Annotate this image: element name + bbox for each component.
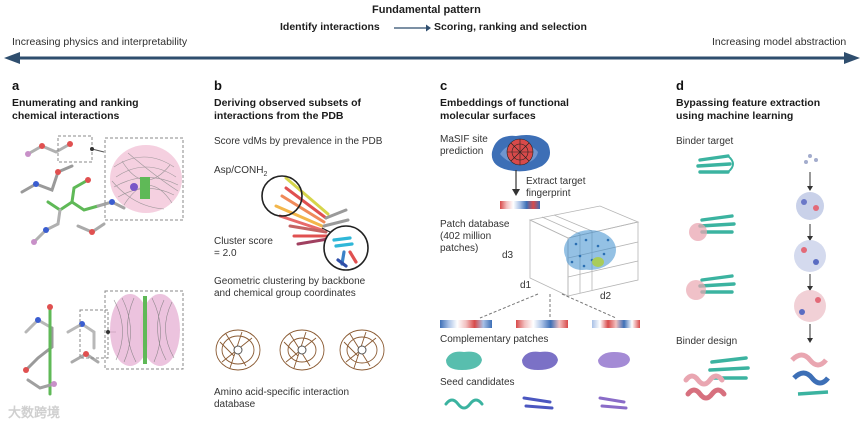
masif-label-line2: prediction: [440, 146, 484, 157]
panel-b-database-caption: Amino acid-specific interaction database: [214, 387, 349, 411]
axis-d1: d1: [520, 280, 532, 291]
panel-c-letter: c: [440, 78, 448, 93]
panel-b-interaction-database: [215, 329, 385, 371]
geom-caption-line1: Geometric clustering by backbone: [214, 276, 366, 287]
complementary-fingerprint-2: [516, 320, 568, 328]
panel-c-title: Embeddings of functional molecular surfa…: [440, 97, 569, 123]
panel-b-score-caption: Score vdMs by prevalence in the PDB: [214, 136, 383, 147]
watermark: 大数跨境: [8, 405, 61, 420]
patch-selection-lines: [479, 293, 617, 319]
right-axis-label: Increasing model abstraction: [712, 36, 847, 48]
panel-d-title: Bypassing feature extraction using machi…: [676, 97, 820, 123]
double-arrow: [4, 52, 860, 64]
panel-b-cluster-score: Cluster score = 2.0: [214, 236, 273, 260]
geom-caption-line2: and chemical group coordinates: [214, 288, 356, 299]
panel-a-title-line2: chemical interactions: [12, 110, 120, 122]
panel-b-letter: b: [214, 78, 222, 93]
panel-c-masif-label: MaSIF site prediction: [440, 134, 488, 158]
complementary-fingerprint-1: [440, 320, 492, 328]
binder-target-label: Binder target: [676, 136, 734, 147]
panel-c-title-line2: molecular surfaces: [440, 110, 536, 122]
panel-a-title: Enumerating and ranking chemical interac…: [12, 97, 139, 123]
binder-design-structure: [683, 356, 750, 401]
panel-a-letter: a: [12, 78, 20, 93]
panel-b-geom-caption: Geometric clustering by backbone and che…: [214, 276, 365, 300]
db-caption-line2: database: [214, 399, 256, 410]
panel-c-seed-label: Seed candidates: [440, 377, 515, 388]
db-caption-line1: Amino acid-specific interaction: [214, 387, 350, 398]
panel-a-cloud-bottom: [104, 290, 184, 370]
asp-label-subscript: 2: [263, 171, 268, 178]
asp-label-text: Asp/CONH: [214, 165, 264, 176]
extract-label-line1: Extract target: [526, 176, 586, 187]
diffusion-trajectory: [790, 154, 830, 396]
left-axis-label: Increasing physics and interpretability: [12, 36, 188, 48]
masif-surface-blob: [491, 135, 550, 172]
extract-label-line2: fingerprint: [526, 188, 571, 199]
extract-arrow: [512, 170, 520, 196]
panel-a-illustration: [20, 135, 126, 396]
panel-a-cloud-top: [104, 137, 184, 221]
step-identify-interactions: Identify interactions: [280, 21, 380, 33]
panel-b-asp-label: Asp/CONH2: [214, 165, 267, 181]
panel-b-title-line2: interactions from the PDB: [214, 110, 344, 122]
patch-db-line1: Patch database: [440, 219, 510, 230]
panel-b-title: Deriving observed subsets of interaction…: [214, 97, 361, 123]
masif-label-line1: MaSIF site: [440, 134, 488, 145]
target-fingerprint-bar: [500, 201, 540, 209]
step-scoring-ranking: Scoring, ranking and selection: [434, 21, 587, 33]
panel-a-title-line1: Enumerating and ranking: [12, 97, 139, 109]
patch-db-line3: patches): [440, 243, 479, 254]
step-arrow: [394, 24, 431, 32]
panel-d-title-line2: using machine learning: [676, 110, 794, 122]
axis-d3: d3: [502, 250, 514, 261]
patch-embedding-cube: [528, 205, 640, 297]
panel-d-title-line1: Bypassing feature extraction: [676, 97, 821, 109]
complementary-fingerprint-3: [592, 320, 640, 328]
binder-design-label: Binder design: [676, 336, 738, 347]
figure-title: Fundamental pattern: [372, 4, 481, 16]
panel-d-letter: d: [676, 78, 684, 93]
cluster-score-line2: = 2.0: [214, 248, 237, 259]
panel-c-patch-database: Patch database (402 million patches): [440, 219, 510, 255]
panel-b-title-line1: Deriving observed subsets of: [214, 97, 362, 109]
cluster-score-line1: Cluster score: [214, 236, 273, 247]
patch-db-line2: (402 million: [440, 231, 492, 242]
panel-b-clustering-illustration: [261, 175, 369, 271]
axis-d2: d2: [600, 291, 612, 302]
panel-c-extract-label: Extract target fingerprint: [526, 176, 585, 200]
panel-c-title-line1: Embeddings of functional: [440, 97, 569, 109]
seed-candidate-structures: [444, 396, 628, 410]
binder-target-structures: [686, 154, 736, 300]
complementary-patch-blobs: [446, 351, 630, 370]
panel-c-complementary-label: Complementary patches: [440, 334, 549, 345]
